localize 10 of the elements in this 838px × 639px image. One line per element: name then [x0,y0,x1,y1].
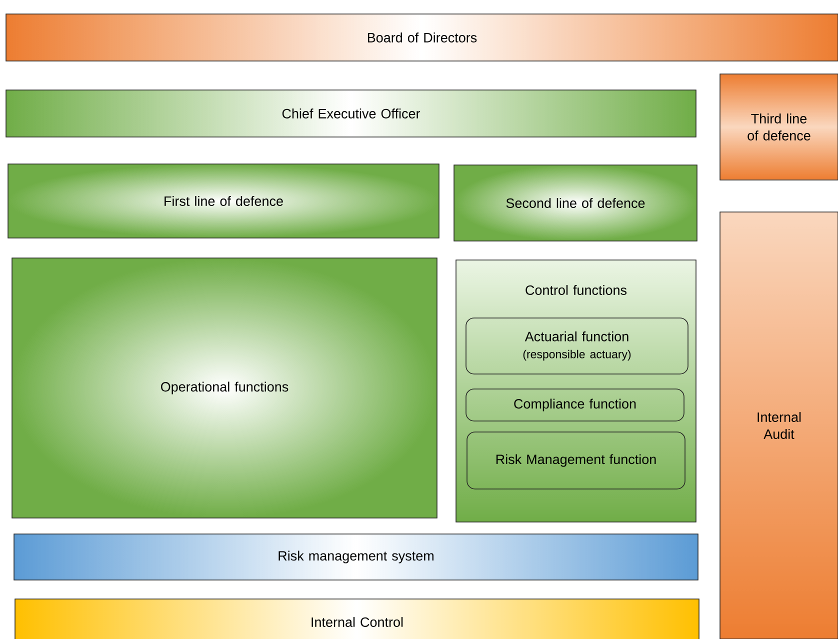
third-line-box: Third line of defence [720,74,838,180]
function-box: Compliance function [466,388,684,422]
ceo-bar: Chief Executive Officer [6,90,696,138]
board-bar: Board of Directors [6,14,838,62]
function-box: Actuarial function (responsible actuary) [466,318,688,374]
control-bar: Internal Control [14,598,700,639]
system-bar: Risk management system [14,534,698,580]
function-box: Risk Management function [466,432,686,490]
audit-column: Internal Audit [720,212,838,639]
operational-box: Operational functions [12,258,438,518]
